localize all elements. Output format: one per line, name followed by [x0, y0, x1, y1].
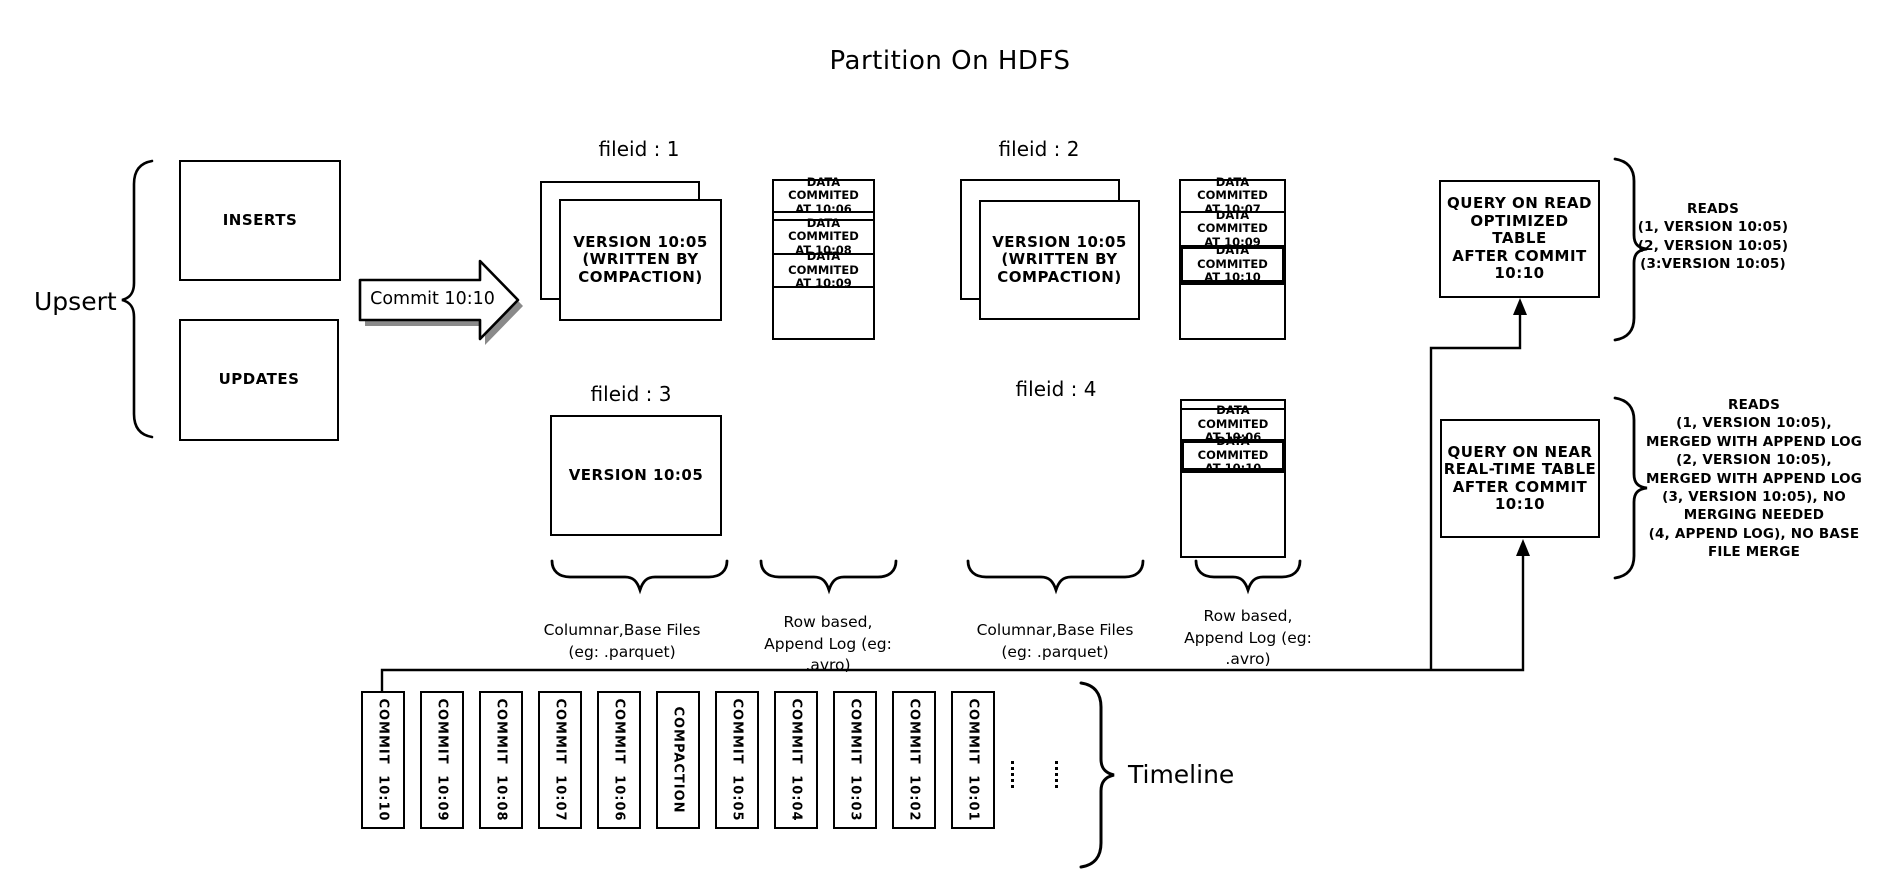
legend-columnar-2: Columnar,Base Files (eg: .parquet) [976, 621, 1134, 661]
timeline-entry-label: COMMIT 10:01 [965, 698, 981, 822]
timeline-entry-label: COMMIT 10:04 [788, 698, 804, 822]
log-data-cell: DATA COMMITED AT 10:08 [774, 216, 873, 257]
timeline-entry: COMMIT 10:06 [597, 691, 641, 829]
timeline-entry: COMMIT 10:01 [951, 691, 995, 829]
timeline-entry-label: COMMIT 10:03 [847, 698, 863, 822]
inserts-box: INSERTS [179, 160, 341, 281]
upsert-brace [121, 159, 154, 439]
timeline-entry-label: COMMIT 10:02 [906, 698, 922, 822]
query-near-real-time-box: QUERY ON NEAR REAL-TIME TABLE AFTER COMM… [1440, 419, 1600, 538]
timeline-entry: COMMIT 10:09 [420, 691, 464, 829]
columnar-underbrace-2 [966, 559, 1145, 595]
columnar-underbrace-1 [550, 559, 729, 595]
log-data-cell: DATA COMMITED AT 10:09 [774, 250, 873, 290]
log-data-cell: DATA COMMITED AT 10:09 [1181, 208, 1284, 249]
legend-row-based-1: Row based, Append Log (eg: .avro) [764, 613, 892, 674]
timeline-entry: COMMIT 10:05 [715, 691, 759, 829]
log-data-cell: DATA COMMITED AT 10:06 [774, 175, 873, 216]
row-underbrace-1 [759, 559, 898, 595]
timeline-entry-label: COMMIT 10:08 [493, 698, 509, 822]
log-spacer-cell [774, 213, 873, 221]
arrowhead-read-optimized [1513, 298, 1527, 315]
timeline-entry: COMPACTION [656, 691, 700, 829]
row-underbrace-2 [1194, 559, 1302, 595]
commit-arrow-shape [358, 259, 520, 341]
log-spacer-cell [1182, 401, 1284, 410]
timeline-brace [1079, 681, 1115, 869]
legend-columnar-1: Columnar,Base Files (eg: .parquet) [543, 621, 701, 661]
timeline-entry-label: COMMIT 10:05 [729, 698, 745, 822]
ellipsis-dots-2 [1055, 761, 1058, 788]
timeline-entry: COMMIT 10:08 [479, 691, 523, 829]
fileid-2-label: fileid : 2 [998, 137, 1080, 161]
timeline-entry: COMMIT 10:04 [774, 691, 818, 829]
arrowhead-near-real-time [1516, 539, 1530, 556]
timeline-entry-label: COMMIT 10:10 [375, 698, 391, 822]
fileid-3-base-box: VERSION 10:05 [550, 415, 722, 536]
fileid-1-label: fileid : 1 [598, 137, 680, 161]
query-read-optimized-box: QUERY ON READ OPTIMIZED TABLE AFTER COMM… [1439, 180, 1600, 298]
timeline-label: Timeline [1128, 760, 1235, 789]
connector-near-real-time [380, 553, 1525, 691]
timeline-entry: COMMIT 10:07 [538, 691, 582, 829]
timeline-entry: COMMIT 10:02 [892, 691, 936, 829]
ellipsis-dots-1 [1011, 761, 1014, 788]
log-data-cell: DATA COMMITED AT 10:10 [1181, 244, 1284, 285]
reads-near-real-time: READS (1, VERSION 10:05), MERGED WITH AP… [1645, 397, 1863, 561]
reads-brace-2 [1613, 396, 1648, 580]
timeline-entry-label: COMMIT 10:09 [434, 698, 450, 822]
reads-read-optimized: READS (1, VERSION 10:05) (2, VERSION 10:… [1637, 201, 1789, 273]
upsert-label: Upsert [34, 287, 117, 316]
log-data-cell: DATA COMMITED AT 10:10 [1182, 435, 1284, 475]
connector-read-optimized [1429, 312, 1522, 670]
fileid-2-base-front: VERSION 10:05 (WRITTEN BY COMPACTION) [979, 200, 1140, 320]
updates-box: UPDATES [179, 319, 339, 441]
fileid-4-label: fileid : 4 [1015, 377, 1097, 401]
timeline-entry: COMMIT 10:03 [833, 691, 877, 829]
page-title: Partition On HDFS [829, 46, 1071, 76]
fileid-3-label: fileid : 3 [590, 382, 672, 406]
legend-row-based-2: Row based, Append Log (eg: .avro) [1184, 607, 1312, 668]
timeline-entry: COMMIT 10:10 [361, 691, 405, 829]
log-data-cell: DATA COMMITED AT 10:06 [1182, 404, 1284, 444]
reads-brace-1 [1613, 157, 1648, 342]
log-data-cell: DATA COMMITED AT 10:07 [1181, 175, 1284, 216]
commit-arrow-label: Commit 10:10 [370, 289, 495, 309]
timeline-entry-label: COMPACTION [670, 706, 686, 814]
timeline-entry-label: COMMIT 10:07 [552, 698, 568, 822]
fileid-1-base-front: VERSION 10:05 (WRITTEN BY COMPACTION) [559, 199, 722, 321]
timeline-entry-label: COMMIT 10:06 [611, 698, 627, 822]
